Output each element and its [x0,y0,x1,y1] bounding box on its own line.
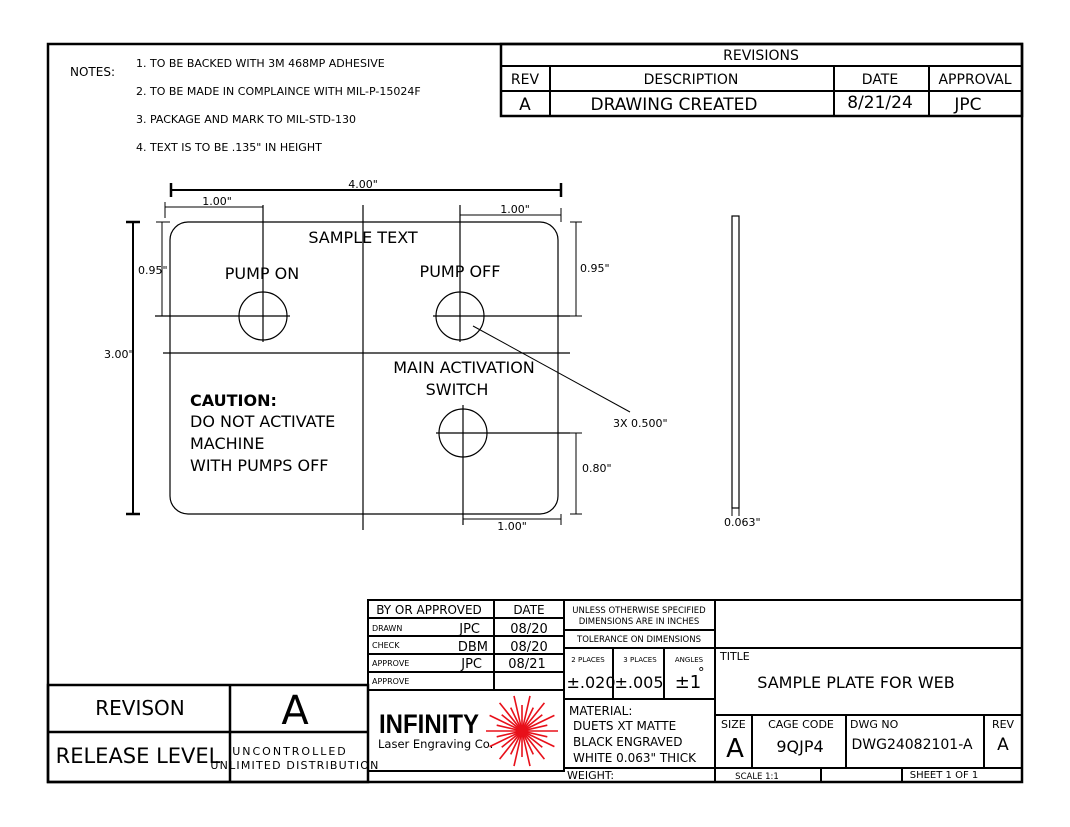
pump-on-label: PUMP ON [225,264,299,283]
revisions-title: REVISIONS [723,48,799,64]
release-level-label: RELEASE LEVEL [56,744,221,768]
caution-line-3: WITH PUMPS OFF [190,456,328,475]
title-block [46,599,1022,784]
check-by: DBM [458,640,488,655]
unless-line-1: UNLESS OTHERWISE SPECIFIED [572,606,706,616]
rev-header: REV [511,72,540,88]
rev-label: REV [992,718,1015,731]
dimension-lines [126,183,740,525]
drawn-by: JPC [458,622,480,637]
check-date: 08/20 [510,640,547,655]
caution-line-2: MACHINE [190,434,264,453]
angles-unit: ° [698,666,705,681]
cage-code-value: 9QJP4 [776,737,823,756]
title-label: TITLE [719,650,750,663]
dim-total-height: 3.00" [104,348,134,361]
laser-burst-icon [486,695,558,767]
approval-header: APPROVAL [938,72,1011,88]
scale-label: SCALE 1:1 [735,772,779,782]
caution-title: CAUTION: [190,391,277,410]
plate-outline [155,205,570,530]
material-line-1: DUETS XT MATTE [573,719,676,733]
caution-line-1: DO NOT ACTIVATE [190,412,335,431]
notes-label: NOTES: [70,65,115,79]
dim-right-offset: 1.00" [500,203,530,216]
dwg-no-value: DWG24082101-A [851,737,972,753]
dim-left-offset: 1.00" [202,195,232,208]
material-line-3: WHITE 0.063" THICK [573,751,697,765]
switch-label: SWITCH [426,380,489,399]
check-label: CHECK [372,641,400,650]
revisions-table [499,42,1024,118]
dim-bottom-offset: 1.00" [497,520,527,533]
angles-label: ANGLES [675,656,704,664]
revison-value: A [281,688,309,734]
dim-thickness: 0.063" [724,516,761,529]
size-value: A [726,734,744,764]
sheet-label: SHEET 1 OF 1 [910,770,979,781]
tolerance-header: TOLERANCE ON DIMENSIONS [576,635,701,645]
approve-label-1: APPROVE [372,659,409,668]
note-1: 1. TO BE BACKED WITH 3M 468MP ADHESIVE [136,57,385,70]
logo-subtitle: Laser Engraving Co. [378,737,493,751]
drawn-date: 08/20 [510,622,547,637]
description-header: DESCRIPTION [644,72,739,88]
material-line-2: BLACK ENGRAVED [573,735,682,749]
places3-label: 3 PLACES [623,656,657,664]
description-value: DRAWING CREATED [591,95,758,115]
dim-width: 4.00" [348,178,378,191]
places2-value: ±.020 [566,673,615,692]
note-4: 4. TEXT IS TO BE .135" IN HEIGHT [136,141,322,154]
main-activation-label: MAIN ACTIVATION [393,358,535,377]
drawn-label: DRAWN [372,624,402,633]
dwg-no-label: DWG NO [850,718,899,731]
material-label: MATERIAL: [569,704,632,718]
rev-block-value: A [997,735,1009,755]
note-2: 2. TO BE MADE IN COMPLAINCE WITH MIL-P-1… [136,85,421,98]
angles-value: ±1 [675,672,702,693]
dim-hole-callout: 3X 0.500" [613,417,668,430]
approval-value: JPC [953,95,981,115]
logo-name: INFINITY [379,709,479,739]
dim-right-height: 0.95" [580,262,610,275]
size-label: SIZE [721,718,746,731]
places3-value: ±.005 [614,673,663,692]
dim-left-height: 0.95" [138,264,168,277]
approve-by-1: JPC [460,657,482,672]
laser-core [516,725,528,737]
unless-line-2: DIMENSIONS ARE IN INCHES [579,617,699,627]
approve-date-1: 08/21 [508,657,545,672]
company-logo: INFINITY Laser Engraving Co. [378,695,558,767]
approvals-header: BY OR APPROVED [376,603,482,617]
revison-label: REVISON [95,696,185,720]
title-value: SAMPLE PLATE FOR WEB [757,673,954,692]
approvals-date-header: DATE [513,603,544,617]
release-line-2: UNLIMITED DISTRIBUTION [210,759,379,772]
rev-value: A [519,95,531,115]
pump-off-label: PUMP OFF [420,262,501,281]
sample-text: SAMPLE TEXT [308,228,418,247]
cage-code-label: CAGE CODE [768,718,834,731]
dim-bottom-height: 0.80" [582,462,612,475]
note-3: 3. PACKAGE AND MARK TO MIL-STD-130 [136,113,356,126]
places2-label: 2 PLACES [571,656,605,664]
weight-label: WEIGHT: [567,769,614,782]
approve-label-2: APPROVE [372,677,409,686]
date-value: 8/21/24 [847,93,913,113]
release-line-1: UNCONTROLLED [232,745,348,758]
date-header: DATE [862,72,898,88]
